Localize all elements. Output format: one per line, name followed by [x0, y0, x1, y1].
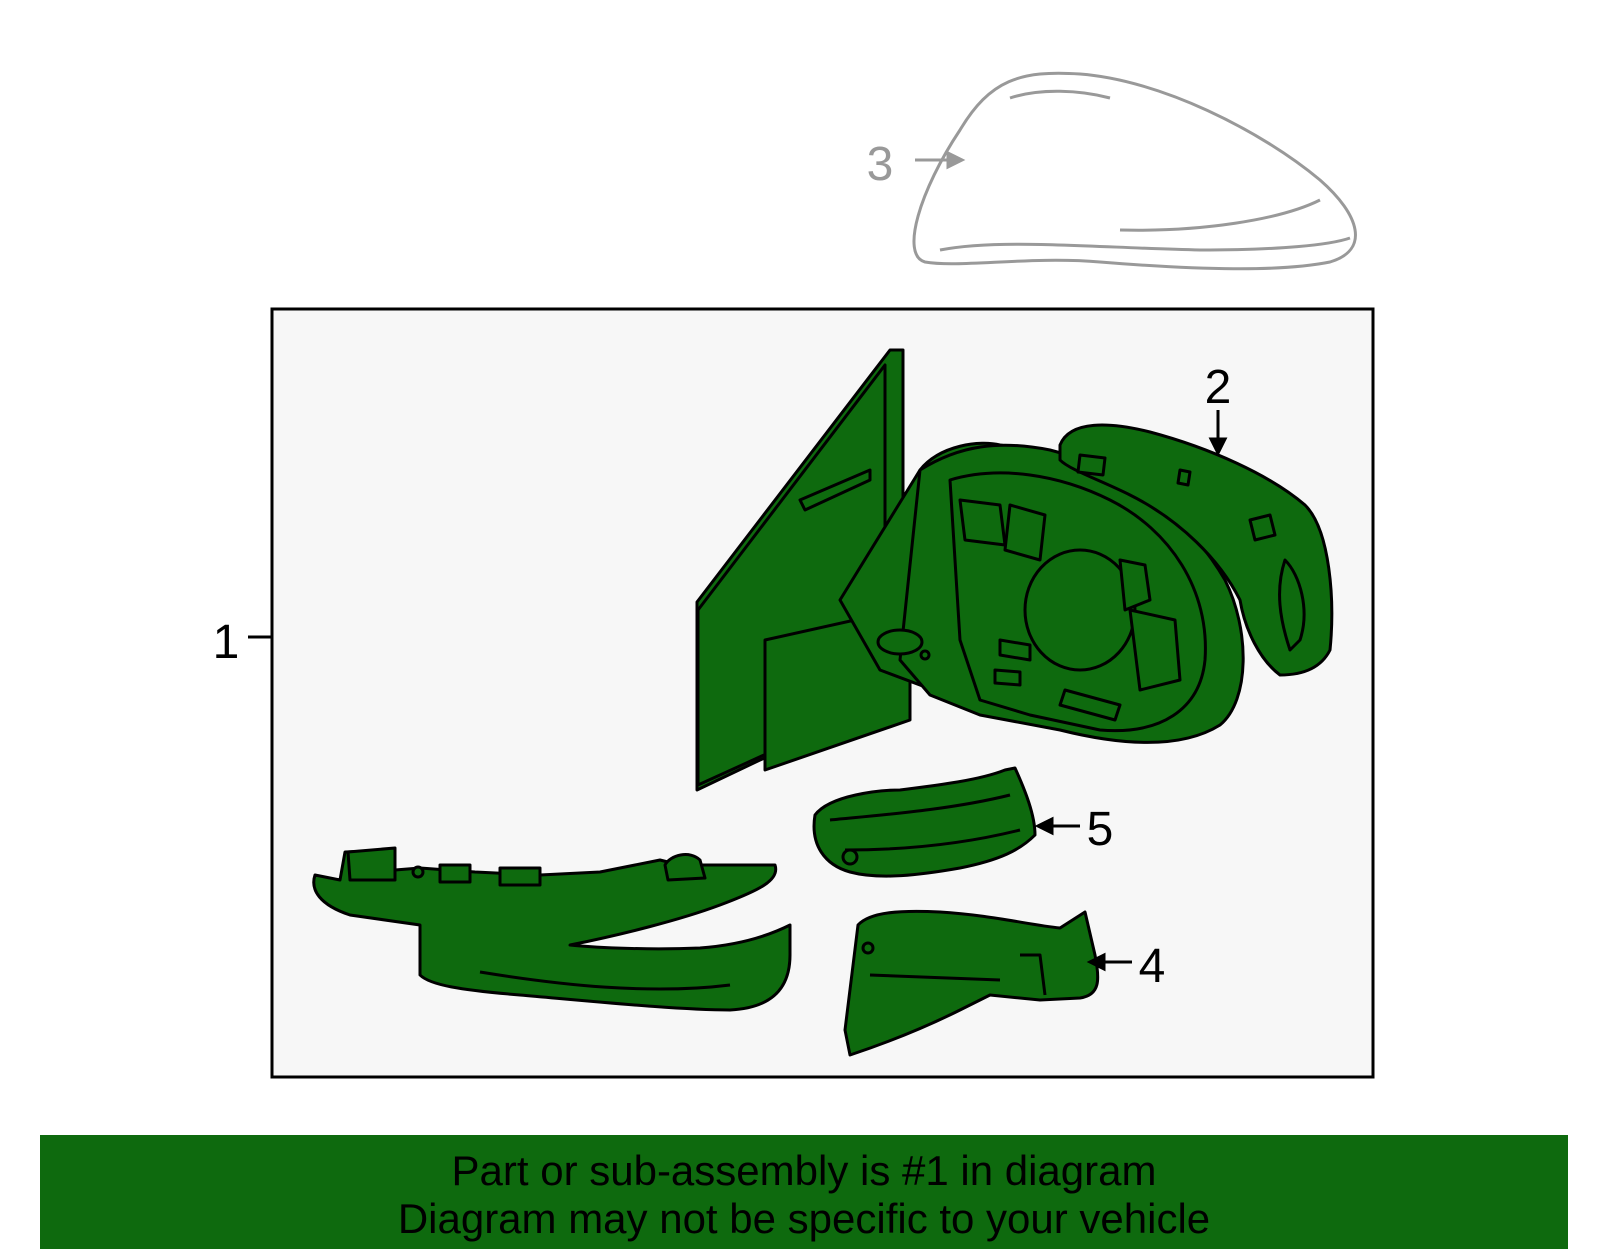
part-4-base-cover[interactable] — [843, 909, 1100, 1057]
banner-line-disclaimer: Diagram may not be specific to your vehi… — [397, 1195, 1211, 1242]
part-2-mirror-glass[interactable] — [1058, 423, 1334, 677]
callout-5: 5 — [1087, 803, 1114, 856]
callout-5-leader — [1034, 816, 1080, 836]
part-1-lower-cover[interactable] — [312, 846, 792, 1012]
callout-3: 3 — [867, 138, 894, 191]
callout-2-leader — [1208, 410, 1228, 457]
info-banner: Part or sub-assembly is #1 in diagram Di… — [40, 1135, 1568, 1249]
callout-4: 4 — [1139, 940, 1166, 993]
part-5-turn-signal[interactable] — [812, 766, 1037, 878]
callout-3-leader — [915, 150, 966, 170]
banner-line-part-info: Part or sub-assembly is #1 in diagram — [451, 1147, 1157, 1194]
callout-4-leader — [1086, 952, 1132, 972]
part-1-mirror-assembly[interactable] — [695, 348, 1245, 792]
callout-2: 2 — [1205, 361, 1232, 414]
callout-1: 1 — [213, 616, 240, 669]
part-3-mirror-cap[interactable] — [912, 71, 1357, 271]
